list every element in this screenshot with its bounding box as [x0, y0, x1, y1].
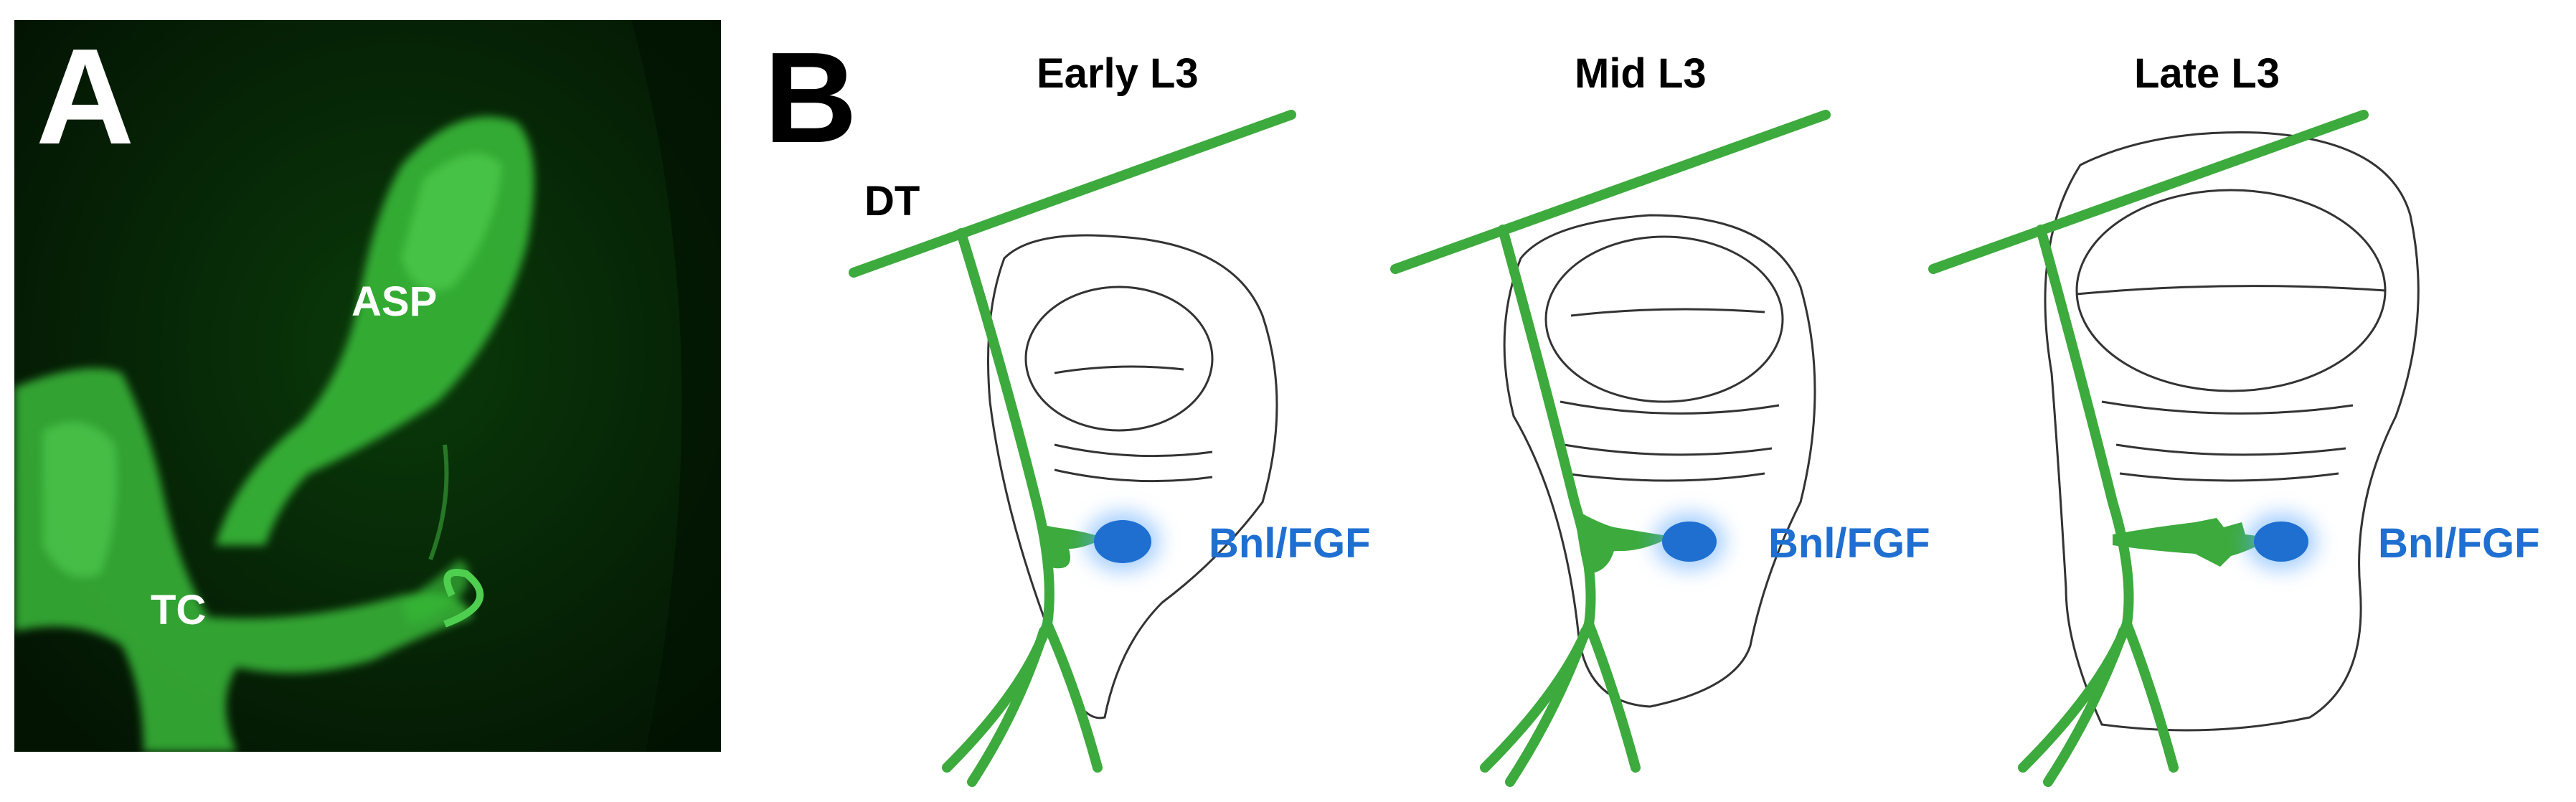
trachea	[1390, 110, 1831, 787]
wing-disc-outline	[2044, 131, 2420, 732]
panel-a-letter: A	[36, 21, 134, 173]
wing-pouch	[1544, 235, 1784, 403]
bnl-fgf-signal	[2254, 522, 2308, 562]
stage-title: Mid L3	[1575, 50, 1707, 97]
wing-disc-outline	[987, 234, 1278, 720]
stage-late-l3: Late L3 Bnl/FGF	[1928, 50, 2540, 787]
tc-label: TC	[151, 587, 206, 633]
panel-a-micrograph: A ASP TC	[14, 20, 721, 752]
asp-bud	[2113, 518, 2274, 567]
wing-pouch	[1024, 286, 1214, 432]
panel-b-letter: B	[764, 26, 857, 170]
stage-mid-l3: Mid L3 Bnl/FGF	[1390, 50, 1930, 787]
trachea	[1928, 110, 2369, 787]
bnl-fgf-signal	[1094, 520, 1151, 563]
stage-title: Late L3	[2134, 50, 2280, 97]
stage-title: Early L3	[1037, 50, 1199, 97]
stage-early-l3: Early L3 Bnl/FGF	[849, 50, 1371, 787]
signal-label: Bnl/FGF	[1209, 520, 1371, 567]
asp-bud	[1575, 509, 1671, 574]
signal-label: Bnl/FGF	[2378, 520, 2540, 567]
bnl-fgf-signal	[1662, 522, 1717, 562]
wing-disc-outline	[1503, 214, 1816, 708]
asp-label: ASP	[352, 278, 437, 325]
dt-label: DT	[864, 178, 920, 225]
signal-label: Bnl/FGF	[1768, 520, 1930, 567]
